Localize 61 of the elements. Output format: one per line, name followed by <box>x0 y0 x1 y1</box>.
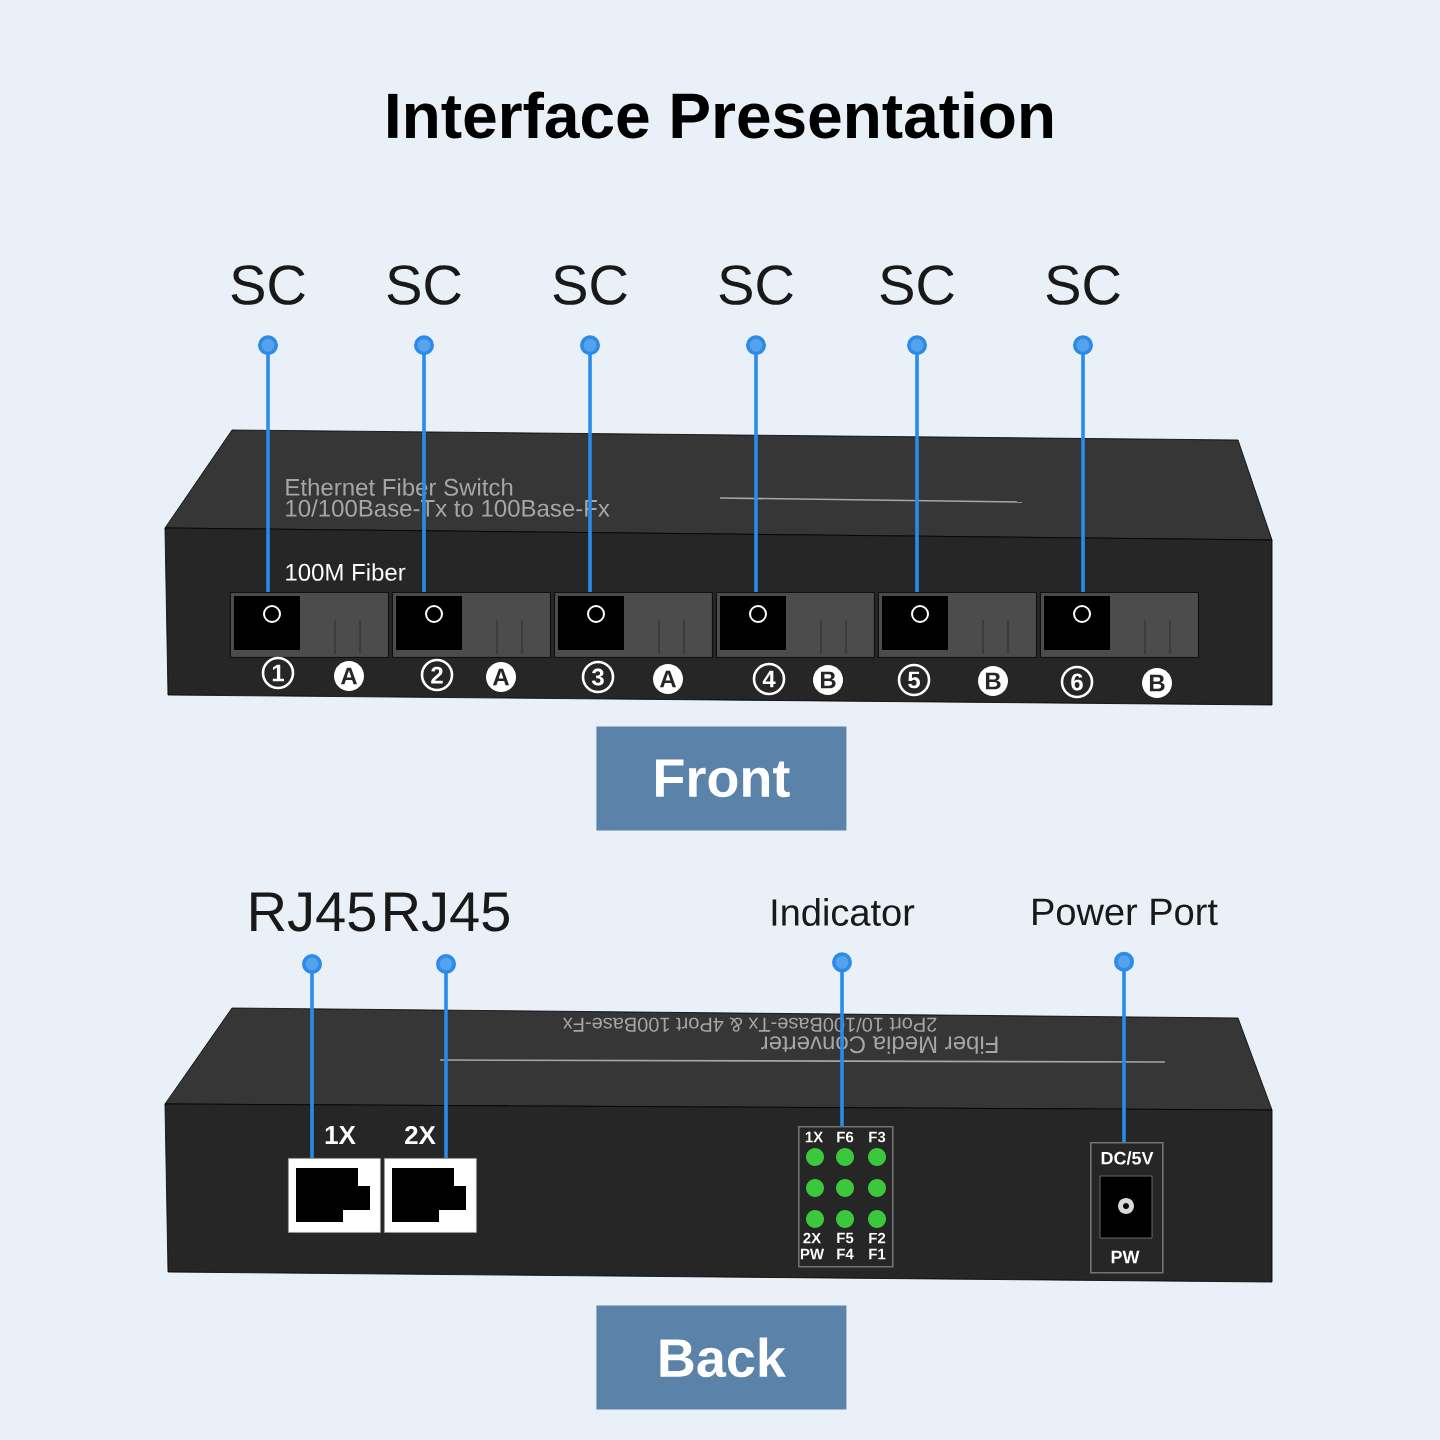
port-label: F1 <box>869 1248 886 1260</box>
callout-label: SC <box>719 265 793 305</box>
printed-text: 2Port 10/100Base-Tx & 4Port 100Base-Fx <box>562 1017 937 1033</box>
callout-label: SC <box>1046 265 1120 305</box>
leader-line <box>907 335 927 592</box>
sc-port <box>716 592 875 658</box>
leader-line <box>580 335 600 592</box>
group-letter: A <box>653 664 683 694</box>
group-letter: B <box>813 665 843 695</box>
port-number: 1 <box>261 656 295 690</box>
leader-line <box>1073 335 1093 592</box>
port-label: 1X <box>325 1126 356 1144</box>
printed-text: 100M Fiber <box>286 563 406 581</box>
port-label: F6 <box>837 1131 854 1143</box>
title: Interface Presentation <box>388 91 1053 139</box>
callout-label: RJ45 <box>385 892 509 932</box>
port-label: F5 <box>837 1232 854 1244</box>
port-number: 5 <box>897 663 931 697</box>
printed-text: Fiber Media Converter <box>761 1036 998 1054</box>
sc-port <box>230 592 389 658</box>
port-label: 1X <box>805 1131 824 1143</box>
sc-port <box>392 592 551 658</box>
port-label: 2X <box>803 1232 822 1244</box>
callout-label: Power Port <box>1033 898 1218 926</box>
leader-line <box>746 335 766 592</box>
sc-port <box>554 592 713 658</box>
rj45-port <box>288 1158 381 1233</box>
leader-line <box>414 335 434 592</box>
group-letter: B <box>1142 668 1172 698</box>
port-label: PW <box>1111 1250 1140 1264</box>
rj45-port <box>384 1158 477 1233</box>
callout-label: SC <box>387 265 461 305</box>
port-label: F3 <box>869 1131 886 1143</box>
callout-label: RJ45 <box>251 892 375 932</box>
leader-line <box>436 953 456 1158</box>
callout-label: SC <box>553 265 627 305</box>
port-number: 3 <box>581 660 615 694</box>
group-letter: A <box>334 661 364 691</box>
sc-port <box>878 592 1037 658</box>
port-label: DC/5V <box>1101 1151 1154 1165</box>
group-letter: A <box>486 662 516 692</box>
indicator-panel <box>798 1126 894 1268</box>
port-label: 2X <box>405 1125 436 1145</box>
leader-line <box>258 335 278 592</box>
callout-label: SC <box>880 265 954 305</box>
port-label: PW <box>800 1248 825 1260</box>
leader-line <box>1114 951 1134 1142</box>
port-number: 4 <box>752 662 786 696</box>
callout-label: SC <box>231 265 305 305</box>
view-label: Front <box>596 726 847 831</box>
port-number: 2 <box>420 658 454 692</box>
callout-label: Indicator <box>772 898 915 926</box>
port-label: F2 <box>869 1232 886 1244</box>
leader-line <box>832 952 852 1126</box>
power-jack <box>1090 1142 1164 1274</box>
port-number: 6 <box>1060 665 1094 699</box>
sc-port <box>1040 592 1199 658</box>
group-letter: B <box>978 666 1008 696</box>
view-label: Back <box>596 1305 847 1410</box>
port-label: F4 <box>837 1248 854 1260</box>
leader-line <box>302 953 322 1158</box>
